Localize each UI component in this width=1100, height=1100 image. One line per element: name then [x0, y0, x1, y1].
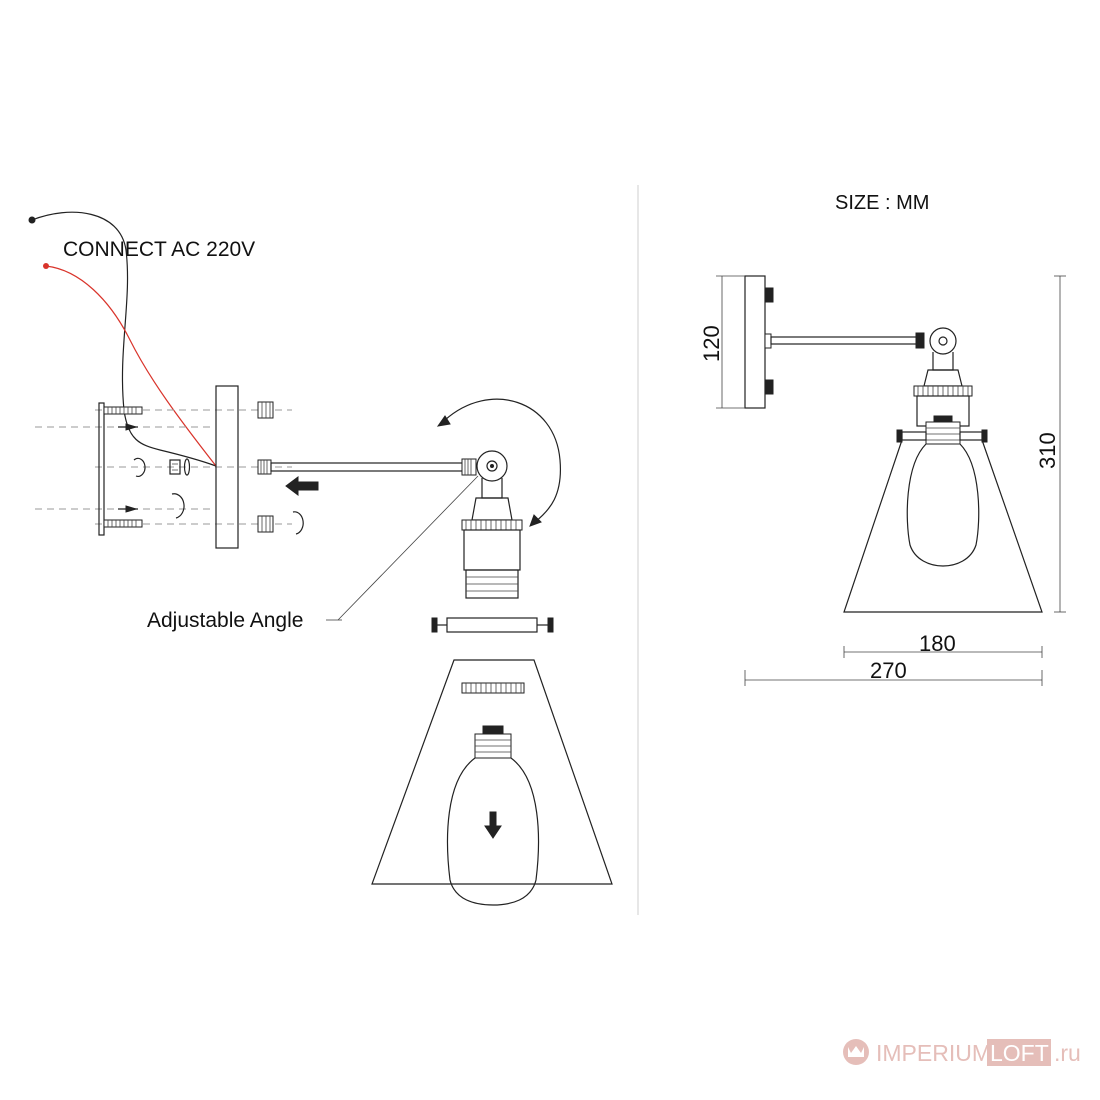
- watermark-tld: .ru: [1054, 1040, 1081, 1066]
- dim-total-depth: 270: [744, 658, 1043, 686]
- shade-holder-ring: [431, 617, 554, 633]
- dim-120-label: 120: [699, 325, 724, 362]
- alignment-lines: [35, 409, 292, 525]
- connect-label: CONNECT AC 220V: [63, 238, 255, 261]
- imperiumloft-watermark: IMPERIUM LOFT .ru: [843, 1039, 1081, 1066]
- down-arrow-icon: [484, 811, 502, 839]
- glass-shade: [371, 659, 613, 885]
- rotate-arrow-icon: [133, 457, 146, 477]
- cap-nuts: [257, 401, 304, 535]
- dim-total-height: 310: [1035, 275, 1066, 613]
- washer: [183, 458, 191, 476]
- backplate: [215, 385, 239, 549]
- dim-shade-width: 180: [843, 631, 1043, 658]
- insert-arrow-icon: [285, 476, 319, 496]
- dim-180-label: 180: [919, 631, 956, 656]
- lamp-socket: [461, 497, 523, 599]
- arc-arrow-icon: [529, 514, 542, 527]
- nut: [169, 459, 181, 475]
- size-unit-label: SIZE : MM: [835, 192, 929, 214]
- dim-backplate-height: 120: [699, 275, 745, 409]
- edison-bulb: [446, 725, 540, 906]
- live-wire: [45, 265, 217, 467]
- arc-arrow-icon: [436, 415, 451, 427]
- adjustable-angle-label: Adjustable Angle: [147, 609, 303, 632]
- rotate-arrow-icon: [292, 511, 304, 535]
- lamp-arm: [257, 458, 477, 496]
- angle-leader-line: [337, 475, 479, 621]
- side-view-fixture: [744, 275, 1043, 613]
- neutral-wire: [31, 211, 217, 467]
- crown-logo-icon: [843, 1039, 869, 1065]
- dim-270-label: 270: [870, 658, 907, 683]
- adjust-angle-arc: [444, 398, 562, 523]
- mounting-bracket: [98, 402, 191, 536]
- watermark-brand-left: IMPERIUM: [876, 1040, 991, 1066]
- dim-310-label: 310: [1035, 432, 1060, 469]
- rotate-arrow-icon: [171, 493, 185, 519]
- watermark-brand-right: LOFT: [990, 1040, 1049, 1066]
- swivel-joint: [476, 450, 508, 499]
